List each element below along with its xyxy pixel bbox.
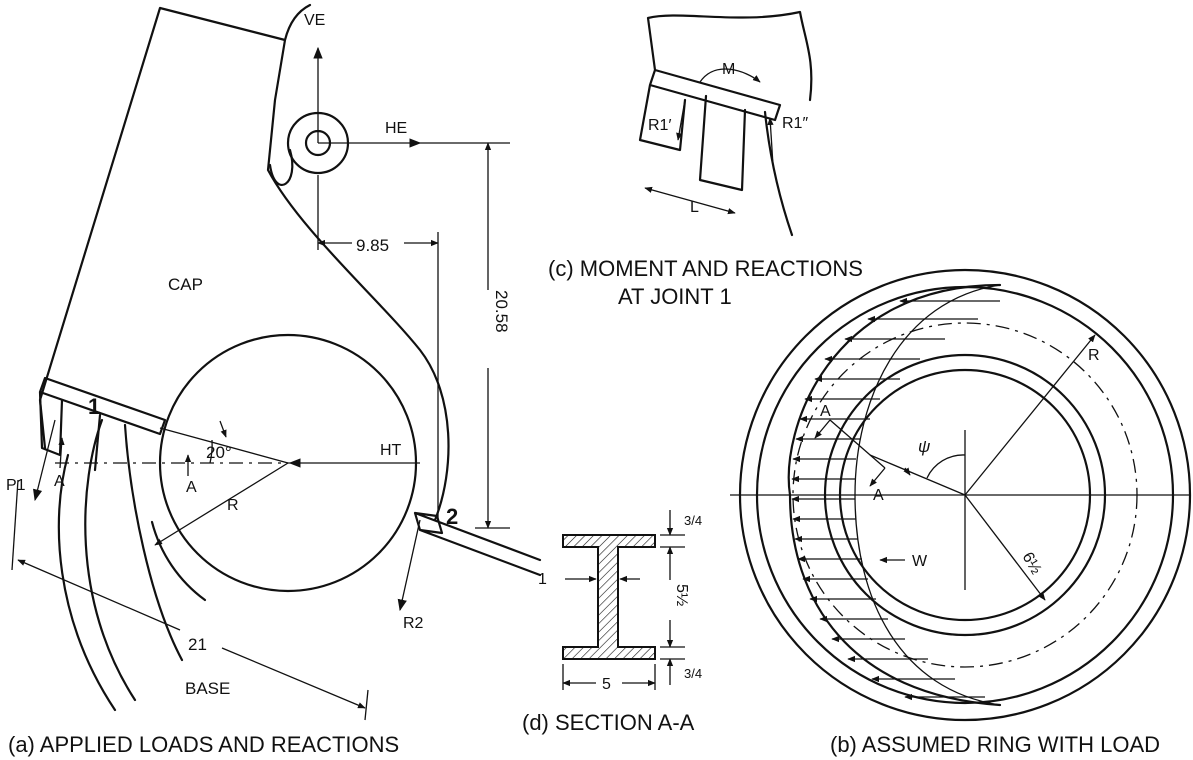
caption-c-line2: AT JOINT 1 — [618, 284, 732, 309]
caption-d: (d) SECTION A-A — [522, 710, 695, 735]
arrow-R2 — [397, 519, 421, 612]
label-A-bottom: A — [186, 479, 197, 496]
arrow-M — [699, 68, 761, 83]
panel-b: R ψ W A A 6½ (b) ASSUMED RING WITH LOAD — [730, 268, 1192, 757]
base-outline — [57, 418, 542, 712]
label-P1: P1 — [6, 477, 26, 494]
label-A-b-top: A — [820, 403, 831, 420]
label-M: M — [722, 61, 735, 78]
label-depth: 5½ — [673, 584, 690, 606]
label-R2: R2 — [403, 615, 424, 632]
label-R: R — [227, 497, 239, 514]
panel-d: 1 5 5½ 3/4 3/4 (d) SECTION A-A — [522, 510, 702, 735]
label-W: W — [912, 553, 928, 570]
label-joint-1: 1 — [88, 394, 100, 419]
panel-c: M R1′ R1″ L (c) MOMENT AND REACTIONS AT … — [548, 10, 863, 309]
label-dim-20-58: 20.58 — [492, 290, 511, 333]
label-dim-9-85: 9.85 — [356, 236, 389, 255]
label-A-top: A — [54, 473, 65, 490]
caption-b: (b) ASSUMED RING WITH LOAD — [830, 732, 1160, 757]
label-flange-width: 5 — [602, 676, 611, 693]
label-VE: VE — [304, 12, 325, 29]
label-A-b-bottom: A — [873, 487, 884, 504]
panel-a: VE HE HT CAP BASE 1 2 9.85 20.58 21 20° … — [6, 3, 542, 757]
label-base: BASE — [185, 679, 230, 698]
joint-1-plates — [38, 376, 167, 472]
i-beam-section — [562, 534, 656, 660]
arrow-P1 — [33, 419, 56, 502]
label-psi: ψ — [918, 437, 930, 456]
label-dim-b: 6½ — [1019, 550, 1045, 578]
label-angle: 20° — [206, 443, 232, 462]
label-L: L — [690, 199, 699, 216]
load-arrows — [791, 297, 1000, 701]
label-web-thickness: 1 — [538, 571, 547, 588]
label-R1pp: R1″ — [782, 115, 808, 132]
label-R-b: R — [1088, 347, 1100, 364]
arrow-R1p — [676, 99, 686, 141]
label-R1p: R1′ — [648, 117, 671, 134]
label-flange-top: 3/4 — [684, 513, 702, 528]
label-joint-2: 2 — [446, 504, 458, 529]
label-flange-bottom: 3/4 — [684, 666, 702, 681]
arrow-R1pp — [767, 117, 774, 166]
label-cap: CAP — [168, 275, 203, 294]
joint-c-body — [638, 10, 813, 237]
caption-c-line1: (c) MOMENT AND REACTIONS — [548, 256, 863, 281]
label-HT: HT — [380, 442, 402, 459]
label-dim-21: 21 — [188, 635, 207, 654]
label-HE: HE — [385, 120, 407, 137]
caption-a: (a) APPLIED LOADS AND REACTIONS — [8, 732, 399, 757]
